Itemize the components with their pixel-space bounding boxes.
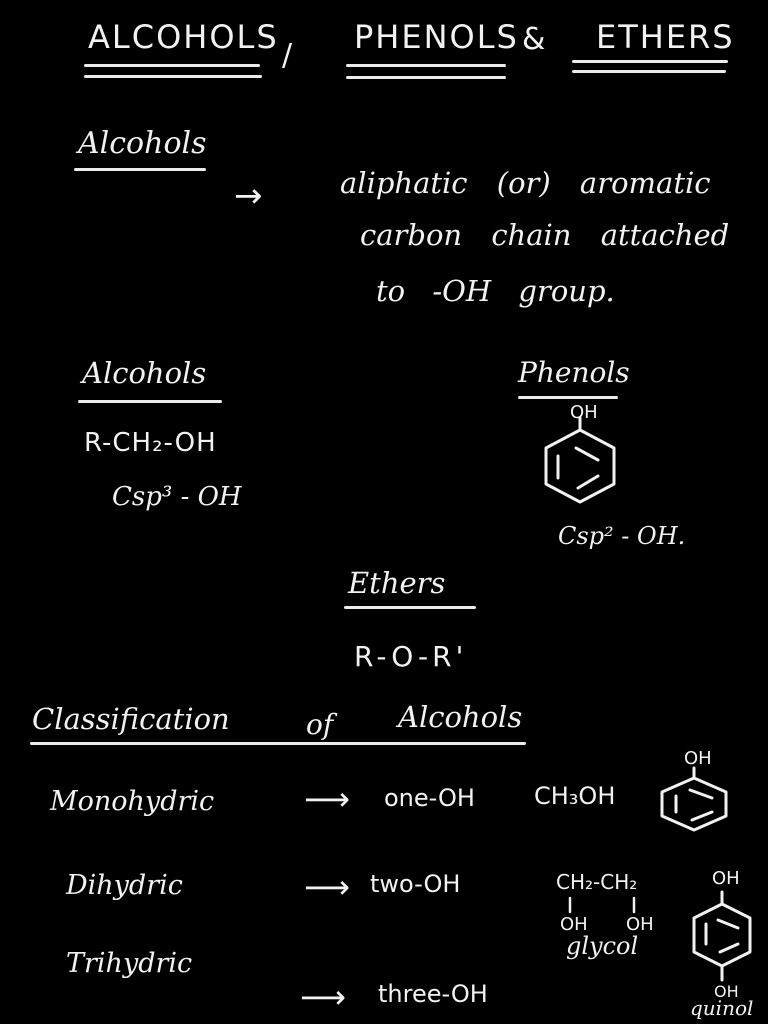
title-phenols-underline (346, 64, 506, 67)
glycol-bonds (568, 896, 636, 914)
classification-heading-underline (30, 742, 526, 745)
class-row-trihydric-name: Trihydric (66, 948, 193, 979)
title-alcohols-underline (84, 64, 260, 67)
title-alcohols: ALCOHOLS (88, 18, 279, 56)
phenols-heading: Phenols (518, 356, 630, 389)
title-phenols-underline-2 (346, 76, 506, 79)
title-separator: / (282, 38, 293, 73)
intro-heading-underline (74, 168, 206, 171)
alcohols-formula-hybrid: Csp³ - OH (112, 482, 242, 512)
glycol-name: glycol (566, 932, 639, 960)
alcohols-heading-underline (78, 400, 222, 403)
class-row-trihydric-arrow: ⟶ (300, 978, 346, 1016)
glycol-oh-right: OH (626, 914, 654, 935)
intro-arrow: → (234, 176, 263, 216)
benzene-ring-icon (660, 766, 728, 832)
ethers-formula: R-O-R' (354, 640, 468, 673)
intro-definition-line1: aliphatic (or) aromatic (340, 166, 711, 200)
title-ethers-underline (572, 60, 728, 63)
phenol-oh-label: OH (570, 402, 598, 423)
benzene-ring-icon (692, 890, 752, 982)
class-row-dihydric-desc: two-OH (370, 870, 461, 898)
glycol-oh-left: OH (560, 914, 588, 935)
title-ethers-underline-2 (572, 70, 726, 73)
classification-heading-1: Classification (32, 702, 230, 736)
intro-definition-line2: carbon chain attached (360, 218, 730, 252)
alcohols-formula-primary: R-CH₂-OH (84, 428, 217, 458)
methanol-formula: CH₃OH (534, 782, 616, 810)
mono-phenol-oh-label: OH (684, 748, 712, 769)
alcohols-heading: Alcohols (82, 356, 207, 390)
title-alcohols-underline-2 (84, 75, 262, 78)
ethers-heading-underline (344, 606, 476, 609)
class-row-monohydric-arrow: ⟶ (304, 780, 350, 818)
title-ampersand: & (522, 22, 546, 57)
class-row-dihydric-arrow: ⟶ (304, 868, 350, 906)
title-ethers: ETHERS (596, 18, 735, 56)
glycol-top: CH₂-CH₂ (556, 870, 638, 894)
classification-heading-2: of (306, 708, 334, 741)
quinol-oh-top: OH (712, 868, 740, 889)
ethers-heading: Ethers (348, 566, 446, 600)
title-phenols: PHENOLS (354, 18, 519, 56)
benzene-ring-icon (544, 416, 616, 504)
phenols-formula: Csp² - OH. (558, 522, 686, 550)
class-row-monohydric-desc: one-OH (384, 784, 475, 812)
class-row-trihydric-desc: three-OH (378, 980, 488, 1008)
quinol-name: quinol (690, 996, 754, 1020)
phenols-heading-underline (518, 396, 618, 399)
intro-heading: Alcohols (78, 126, 207, 161)
quinol-oh-bottom: OH (714, 982, 739, 1001)
class-row-monohydric-name: Monohydric (50, 786, 215, 817)
classification-heading-3: Alcohols (398, 700, 523, 734)
intro-definition-line3: to -OH group. (376, 274, 615, 308)
class-row-dihydric-name: Dihydric (66, 870, 183, 901)
